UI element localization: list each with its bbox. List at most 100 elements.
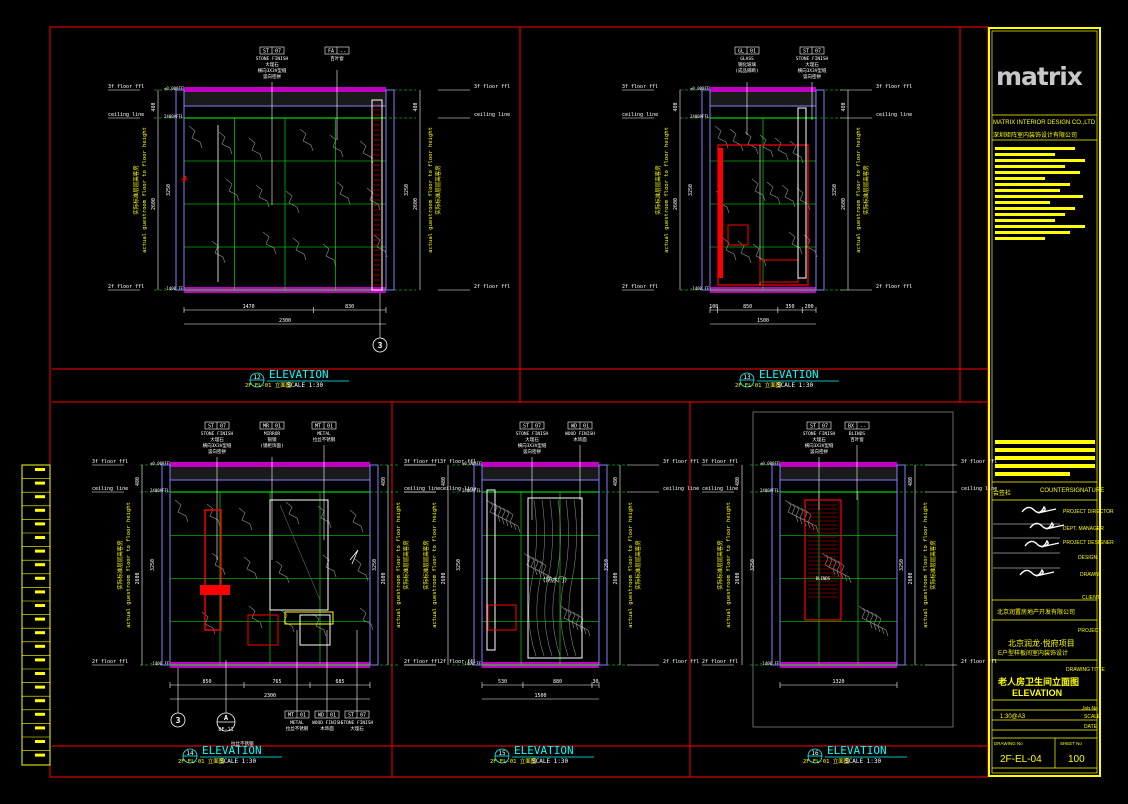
- legend-swatch: [35, 740, 45, 743]
- role-project-designer: PROJECT DESIGNER: [1063, 540, 1114, 546]
- marble-vein: [560, 605, 575, 629]
- dimension-text: 850: [202, 679, 211, 685]
- ffl-mark: -1400 FFL: [164, 286, 186, 291]
- material-note: 钢化玻璃: [738, 61, 756, 68]
- marble-vein: [781, 184, 796, 208]
- role-drawn: DRAWN: [1080, 572, 1099, 578]
- marble-vein: [751, 178, 766, 202]
- marble-vein: [238, 507, 253, 531]
- height-note: actual guestroom floor to floor height: [923, 502, 929, 628]
- material-note: STONE FINISH: [256, 56, 289, 62]
- marble-vein: [494, 503, 509, 527]
- material-code: 07: [360, 713, 366, 719]
- height-note: actual guestroom floor to floor height: [432, 502, 438, 628]
- wood-grain: [536, 499, 545, 657]
- view-ref: 2F-EL-01 立面图: [735, 381, 782, 389]
- section-marker-number: 3: [378, 341, 383, 350]
- legend-swatch: [35, 481, 45, 485]
- view-ref: 2F-EL-01 立面图: [178, 757, 225, 765]
- view-number: 12: [253, 374, 261, 381]
- marble-vein: [535, 558, 550, 582]
- role-design: DESIGN: [1078, 555, 1098, 561]
- view-scale: SCALE 1:30: [845, 758, 882, 765]
- drawing-title-label: DRAWING TITLE: [1066, 667, 1105, 673]
- level-label: 3f floor ffl: [876, 84, 912, 90]
- marble-vein: [225, 178, 240, 202]
- marble-vein: [312, 613, 327, 637]
- vanity-top: [284, 611, 334, 625]
- level-label: ceiling line: [663, 486, 699, 492]
- marble-vein: [759, 134, 774, 158]
- material-note: STONE FINISH: [201, 431, 234, 437]
- marble-vein: [317, 505, 332, 529]
- marble-vein: [349, 509, 364, 533]
- height-note-cn: 实际标准层层高客房: [132, 165, 140, 215]
- material-note: 横向3X3V型缝: [805, 442, 834, 449]
- drawing-no-label: DRAWING No: [994, 741, 1023, 746]
- side-wall: [701, 89, 711, 291]
- material-code: ST: [810, 424, 816, 430]
- marble-vein: [804, 509, 819, 533]
- material-code: 07: [822, 424, 828, 430]
- shower-valve: [200, 585, 230, 595]
- material-code: 01: [750, 49, 756, 55]
- section-marker-number: 3: [176, 716, 181, 725]
- level-label: 2f floor ffl: [702, 659, 738, 665]
- marble-vein: [329, 134, 344, 158]
- project-label: PROJECT: [1078, 628, 1102, 634]
- marble-vein: [248, 137, 263, 161]
- level-label: ceiling line: [404, 486, 440, 492]
- legend-swatch: [35, 549, 45, 553]
- level-label: 3f floor ffl: [622, 84, 658, 90]
- level-label: 3f floor ffl: [702, 459, 738, 465]
- view-scale: SCALE 1:30: [220, 758, 257, 765]
- drawing-title-en: ELEVATION: [1012, 688, 1063, 698]
- material-note: 木饰面: [320, 725, 334, 732]
- ffl-mark: ±0.000FFL: [760, 461, 782, 466]
- material-code: BX: [848, 424, 854, 430]
- marble-vein: [322, 554, 337, 578]
- view-ref: 2F-EL-01 立面图: [490, 757, 537, 765]
- ffl-mark: 2400AFFL: [150, 488, 170, 493]
- height-note-cn: 实际标准层层高客房: [434, 165, 442, 215]
- marble-vein: [576, 613, 591, 637]
- view-number: 15: [498, 750, 506, 757]
- titleblock-note-line: [995, 189, 1060, 192]
- level-label: ceiling line: [702, 486, 738, 492]
- view-scale: SCALE 1:30: [532, 758, 569, 765]
- legend-swatch: [35, 563, 45, 567]
- titleblock-note-line: [995, 464, 1095, 468]
- title-block: [989, 28, 1100, 776]
- legend-swatch: [35, 604, 45, 607]
- material-note: 大理石: [805, 61, 819, 68]
- level-label: 3f floor ffl: [92, 459, 128, 465]
- side-wall: [161, 464, 171, 666]
- wood-grain: [528, 499, 537, 657]
- ffl-mark: -1400 FFL: [760, 661, 782, 666]
- marble-vein: [788, 231, 803, 255]
- dimension-text: 2600: [135, 572, 141, 584]
- legend-swatch: [35, 617, 45, 621]
- marble-vein: [299, 128, 314, 152]
- material-code: MT: [315, 424, 321, 430]
- material-note: 拉丝不锈钢: [286, 725, 309, 732]
- material-note: STONE FINISH: [803, 431, 836, 437]
- level-label: 2f floor ffl: [440, 659, 476, 665]
- material-note: 横向3X3V型缝: [258, 67, 287, 74]
- level-label: 2f floor ffl: [876, 284, 912, 290]
- drawing-number: 2F-EL-04: [1000, 754, 1042, 765]
- marble-vein: [821, 552, 836, 576]
- material-note: WOOD FINISH: [565, 431, 595, 437]
- marble-vein: [784, 499, 799, 523]
- view-title: ELEVATION: [202, 744, 262, 757]
- level-label: ceiling line: [876, 112, 912, 118]
- material-code: --: [860, 424, 866, 430]
- marble-vein: [774, 137, 789, 161]
- titleblock-note-line: [995, 472, 1070, 476]
- client-name: 北京润置房地产开发有限公司: [997, 610, 1076, 616]
- slab-band: [184, 87, 386, 92]
- view-title: ELEVATION: [269, 368, 329, 381]
- dimension-text: 480: [841, 102, 847, 111]
- level-label: 3f floor ffl: [404, 459, 440, 465]
- material-note: STONE FINISH: [341, 720, 374, 726]
